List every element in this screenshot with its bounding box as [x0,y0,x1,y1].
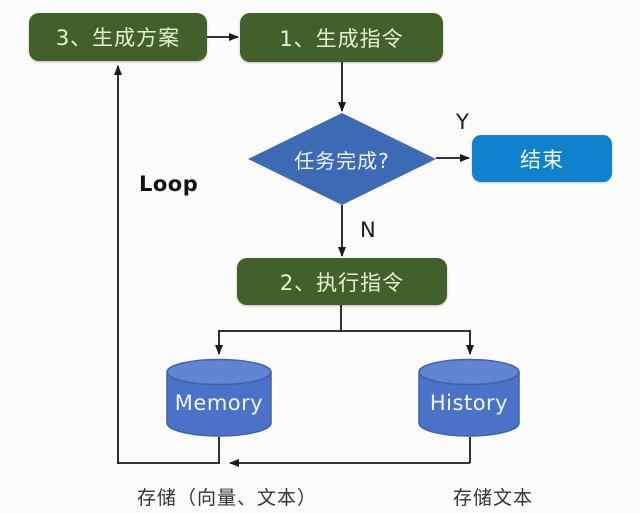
cylinder-shape [166,358,272,437]
label-no: N [360,218,376,242]
node-generate-plan: 3、生成方案 [29,13,207,61]
caption-memory-store: 存储（向量、文本） [136,487,317,509]
history-label: History [429,391,509,415]
label-yes: Y [456,110,469,134]
node-task-complete-decision: 任务完成? [294,148,390,173]
node-execute-instruction: 2、执行指令 [237,258,447,305]
cylinder-shape [418,358,520,437]
node-end: 结束 [472,135,612,182]
decision-diamond-shape [248,113,436,205]
caption-history-store: 存储文本 [452,487,533,509]
node-generate-instruction: 1、生成指令 [240,13,443,62]
node-memory-store: Memory [165,358,273,438]
memory-label: Memory [174,391,264,415]
node-history-store: History [417,358,521,438]
label-loop: Loop [139,172,199,196]
